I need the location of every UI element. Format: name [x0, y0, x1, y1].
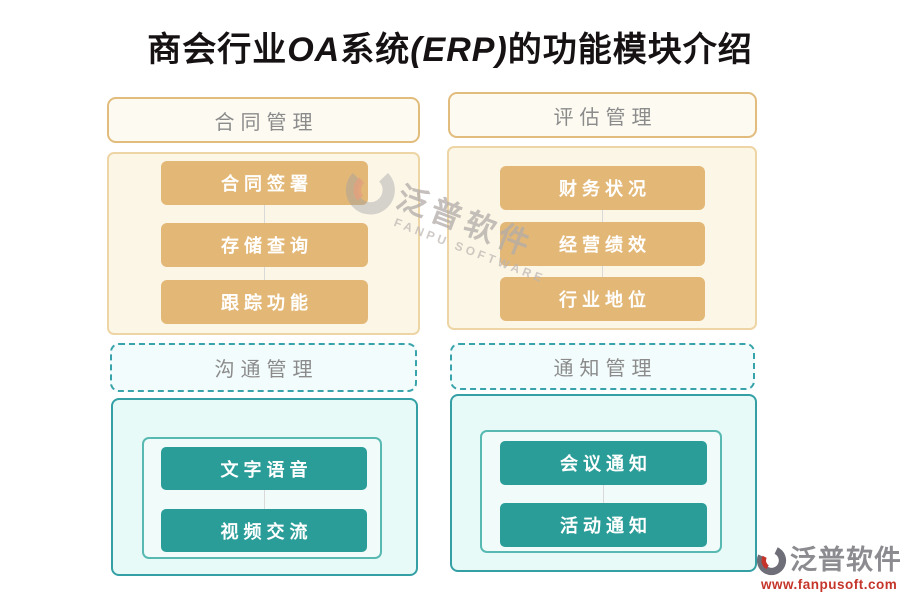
brand-url[interactable]: www.fanpusoft.com	[761, 577, 898, 592]
notification-item-button[interactable]: 活动通知	[500, 503, 707, 547]
connector-line	[603, 485, 604, 503]
title-segment-latin: (ERP)	[410, 31, 508, 69]
title-segment: 系统	[340, 32, 411, 69]
connector-line	[602, 266, 603, 277]
communication-module-header: 沟通管理	[110, 343, 417, 392]
evaluation-item-button[interactable]: 行业地位	[500, 277, 705, 321]
connector-line	[264, 490, 265, 509]
evaluation-item-button[interactable]: 财务状况	[500, 166, 705, 210]
title-segment: 商会行业	[147, 32, 288, 69]
contract-module-header: 合同管理	[107, 97, 420, 143]
brand-name: 泛普软件	[790, 545, 900, 575]
connector-line	[264, 205, 265, 223]
fanpu-logo-icon	[756, 545, 787, 576]
notification-module-header: 通知管理	[450, 343, 755, 390]
connector-line	[602, 210, 603, 222]
contract-item-button[interactable]: 跟踪功能	[161, 280, 368, 324]
title-segment: 的功能模块介绍	[507, 32, 753, 69]
evaluation-module-header: 评估管理	[448, 92, 757, 138]
evaluation-item-button[interactable]: 经营绩效	[500, 222, 705, 266]
contract-item-button[interactable]: 存储查询	[161, 223, 368, 267]
connector-line	[264, 267, 265, 280]
contract-item-button[interactable]: 合同签署	[161, 161, 368, 205]
title-segment-latin: OA	[287, 31, 341, 69]
page-title: 商会行业OA系统(ERP)的功能模块介绍	[0, 22, 900, 71]
notification-item-button[interactable]: 会议通知	[500, 441, 707, 485]
brand-logo: 泛普软件 www.fanpusoft.com	[756, 545, 900, 592]
communication-item-button[interactable]: 文字语音	[161, 447, 367, 490]
communication-item-button[interactable]: 视频交流	[161, 509, 367, 552]
